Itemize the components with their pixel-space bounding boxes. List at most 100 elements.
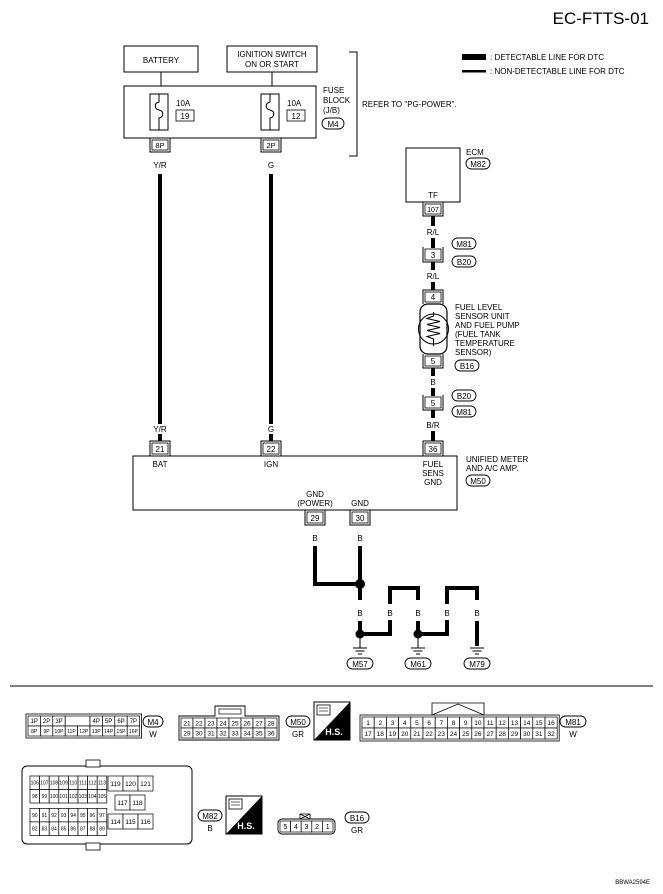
wire-b-j1: B (387, 609, 392, 618)
m50-pin: 26 (243, 720, 251, 727)
sensor-label-6: SENSOR) (455, 348, 492, 357)
m81-pin: 2 (378, 720, 382, 727)
m81-pin: 18 (377, 731, 385, 738)
legend-detectable: : DETECTABLE LINE FOR DTC (490, 53, 604, 62)
m81-upper-connector: M81 (456, 240, 472, 249)
m82-pin: 99 (42, 794, 48, 800)
m82-pin: 114 (110, 819, 121, 826)
meter-pin-29: 29 (311, 514, 320, 523)
wire-b-30: B (357, 534, 362, 543)
m4-pin: 9P (44, 729, 51, 735)
m4-pin: 16P (129, 729, 139, 735)
m82-pin: 83 (42, 826, 48, 832)
wire-rl-2: R/L (427, 272, 440, 281)
meter-label-2: AND A/C AMP. (466, 464, 518, 473)
m4-pin: 3P (55, 719, 62, 725)
wire-g-top: G (268, 161, 274, 170)
m4-pin: 11P (67, 729, 76, 735)
m82-pin: 115 (125, 819, 136, 826)
m82-pin: 101 (59, 794, 68, 800)
ecm-terminal: TF (428, 191, 438, 200)
m82-pin: 98 (32, 794, 38, 800)
m81-pin: 16 (547, 720, 555, 727)
sensor-label-5: TEMPERATURE (455, 339, 515, 348)
ecm-box: TF (405, 147, 461, 203)
m50-id: M50 (290, 718, 306, 727)
ground-m79: M79 (469, 660, 485, 669)
fuse-block: 10A 19 10A 12 (123, 85, 317, 139)
m81-pin: 15 (535, 720, 543, 727)
ground-symbol-2 (411, 638, 425, 655)
m81-pin: 14 (523, 720, 531, 727)
m82-pin: 87 (80, 826, 86, 832)
m50-pin: 34 (243, 730, 251, 737)
m82-pin: 103 (79, 794, 88, 800)
m4-pin: 2P (43, 719, 50, 725)
unified-meter-box (132, 455, 458, 511)
m82-pin: 96 (90, 813, 96, 819)
m82-pin: 89 (99, 826, 105, 832)
sensor-label-3: AND FUEL PUMP (455, 321, 520, 330)
m82-pin: 86 (70, 826, 76, 832)
hs-label-1: H.S. (325, 727, 343, 737)
m82-pin: 119 (110, 781, 121, 788)
m82-pin: 94 (70, 813, 76, 819)
meter-term-bat: BAT (153, 460, 168, 469)
m82-pin: 113 (98, 781, 106, 787)
wire-b-g2: B (415, 609, 420, 618)
m82-pin: 112 (88, 781, 96, 787)
m50-pin: 24 (219, 720, 227, 727)
wire-b-g3: B (474, 609, 479, 618)
m81-lower-connector: M81 (456, 408, 472, 417)
fuse-block-refer: REFER TO "PG-POWER". (362, 100, 457, 109)
meter-pin-22: 22 (267, 445, 276, 454)
m81-pin: 28 (499, 731, 507, 738)
meter-term-ign: IGN (264, 460, 278, 469)
m81-pin: 3 (391, 720, 395, 727)
m82-pin: 120 (125, 781, 136, 788)
m81-pin: 32 (547, 731, 555, 738)
m81-pin: 30 (523, 731, 531, 738)
m50-pin: 28 (267, 720, 275, 727)
m50-pin: 35 (255, 730, 263, 737)
battery-box: BATTERY (123, 45, 199, 73)
fuse2-amp: 10A (287, 99, 302, 108)
m82-pin: 110 (69, 781, 77, 787)
m4-pin: 12P (79, 729, 89, 735)
b16-pin: 3 (305, 824, 309, 831)
m81-pin: 24 (450, 731, 458, 738)
m4-pin: 7P (130, 719, 137, 725)
m4-pin: 1P (31, 719, 38, 725)
m4-pin: 13P (92, 729, 102, 735)
m50-pin: 36 (267, 730, 275, 737)
b16-pin: 2 (315, 824, 319, 831)
hs-symbol-1: H.S. (313, 701, 351, 741)
fuse2-number: 12 (292, 112, 301, 121)
m4-pin: 6P (117, 719, 124, 725)
m81-id: M81 (565, 718, 581, 727)
m82-pin: 90 (32, 813, 38, 819)
b16-pin: 1 (326, 824, 330, 831)
m4-id: M4 (147, 718, 159, 727)
meter-pin-30: 30 (356, 514, 365, 523)
m82-pin: 108 (50, 781, 59, 787)
sensor-pin-bottom: 5 (431, 357, 436, 366)
ecm-label: ECM (466, 148, 484, 157)
fuse-block-label-3: (J/B) (323, 106, 340, 115)
figure-code: BBWA2594E (615, 880, 650, 886)
meter-term-gnd: GND (351, 499, 369, 508)
b20-upper-connector: B20 (457, 258, 472, 267)
m82-color: B (207, 824, 212, 833)
meter-label-1: UNIFIED METER (466, 455, 528, 464)
m50-pin: 33 (231, 730, 239, 737)
ground-symbol-3 (470, 647, 484, 655)
m81-pin: 1 (366, 720, 370, 727)
m82-pin: 117 (117, 800, 128, 807)
fuse-block-label-2: BLOCK (323, 96, 351, 105)
fuse-block-label-1: FUSE (323, 86, 344, 95)
m4-pin: 14P (104, 729, 114, 735)
m82-pin: 109 (59, 781, 68, 787)
